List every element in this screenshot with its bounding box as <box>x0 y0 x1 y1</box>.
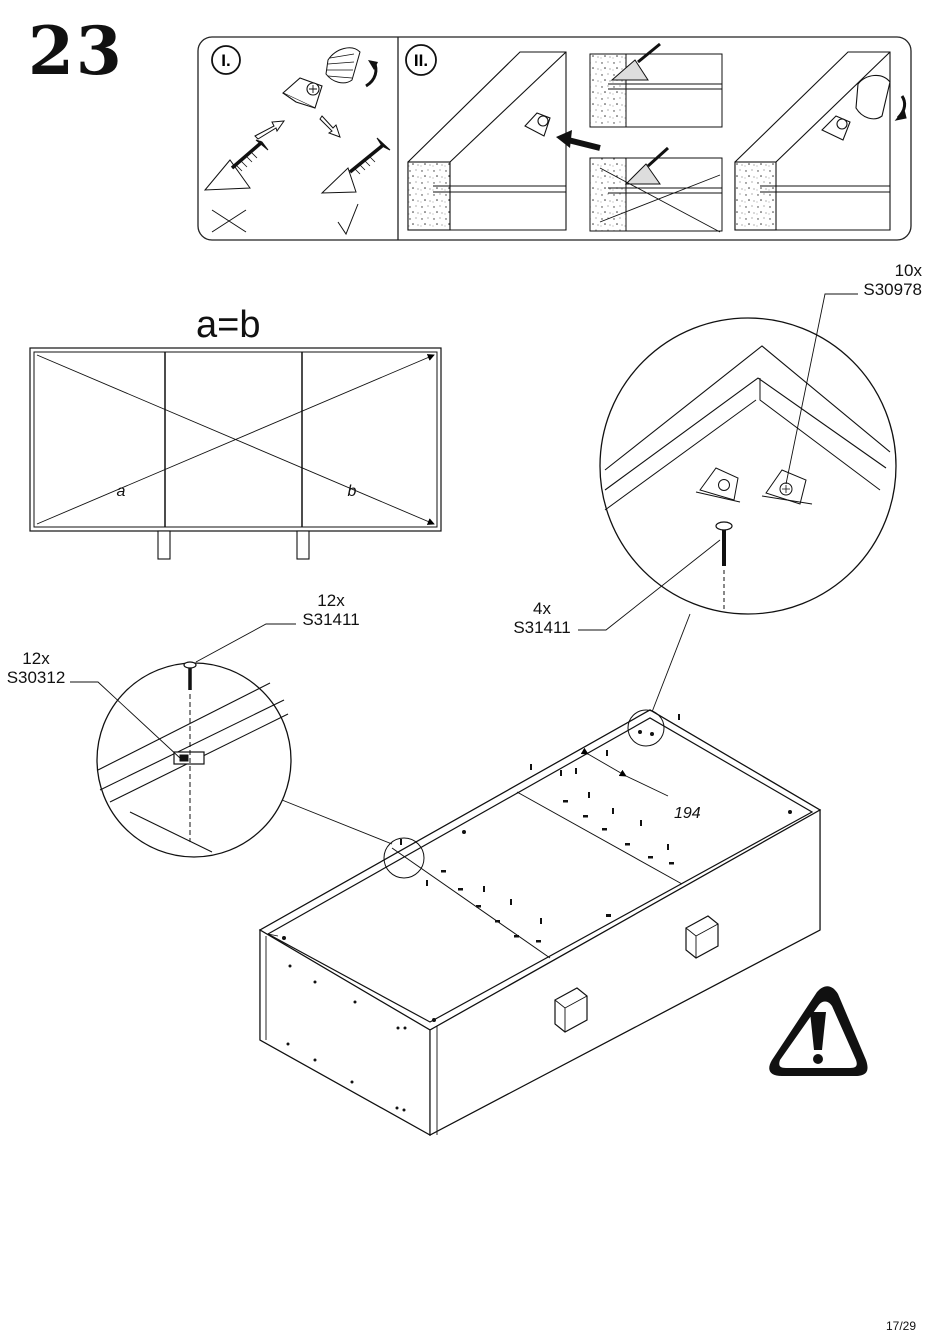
corner-detail-magnifier <box>599 317 897 615</box>
corner-screw-part-code: S31411 <box>513 617 571 637</box>
diagonal-a-label: a <box>117 483 126 500</box>
diagonal-check-diagram <box>29 347 442 560</box>
detail-incorrect <box>589 146 723 233</box>
correct-screw <box>320 137 391 236</box>
diagonal-b-label: b <box>348 483 357 500</box>
back-connector-quantity: 12x <box>22 649 50 668</box>
back-screw-part-code: S31411 <box>302 609 360 629</box>
warning-icon <box>769 986 868 1076</box>
incorrect-angled-screw <box>203 139 269 233</box>
callout-leaders <box>70 293 858 845</box>
diagonal-formula: a=b <box>196 304 261 346</box>
corner-screw-quantity: 4x <box>533 599 551 618</box>
back-detail-magnifier <box>96 661 292 858</box>
panel-two-badge: II. <box>405 44 437 76</box>
back-connector-part-code: S30312 <box>6 667 66 687</box>
dimension-194 <box>580 747 669 797</box>
corner-bracket-callout: 10x S30978 <box>850 261 922 299</box>
board-section-one <box>407 51 567 231</box>
method-box: I. II. <box>197 36 912 241</box>
corner-screw-callout: 4x S31411 <box>503 599 581 637</box>
back-screw-quantity: 12x <box>317 591 345 610</box>
screwdriver-rotate-icon <box>325 47 378 88</box>
board-section-two <box>734 51 907 231</box>
page-number: 17/29 <box>885 1319 916 1333</box>
panel-one-badge: I. <box>211 45 241 75</box>
insert-arrow <box>567 137 601 151</box>
corner-bracket-part-code: S30978 <box>863 279 922 299</box>
corner-bracket-quantity: 10x <box>894 261 922 280</box>
panel-two-label: II. <box>414 51 428 70</box>
insert-arrowhead <box>556 130 572 148</box>
screw-markers <box>282 714 792 1112</box>
back-connector-callout: 12x S30312 <box>0 649 72 687</box>
bracket-with-screw <box>282 77 323 109</box>
panel-one-label: I. <box>221 51 230 70</box>
detail-correct <box>589 42 723 128</box>
process-arrows <box>254 115 341 140</box>
dimension-label: 194 <box>674 805 701 822</box>
back-screw-callout: 12x S31411 <box>292 591 370 629</box>
step-number: 23 <box>28 12 124 90</box>
